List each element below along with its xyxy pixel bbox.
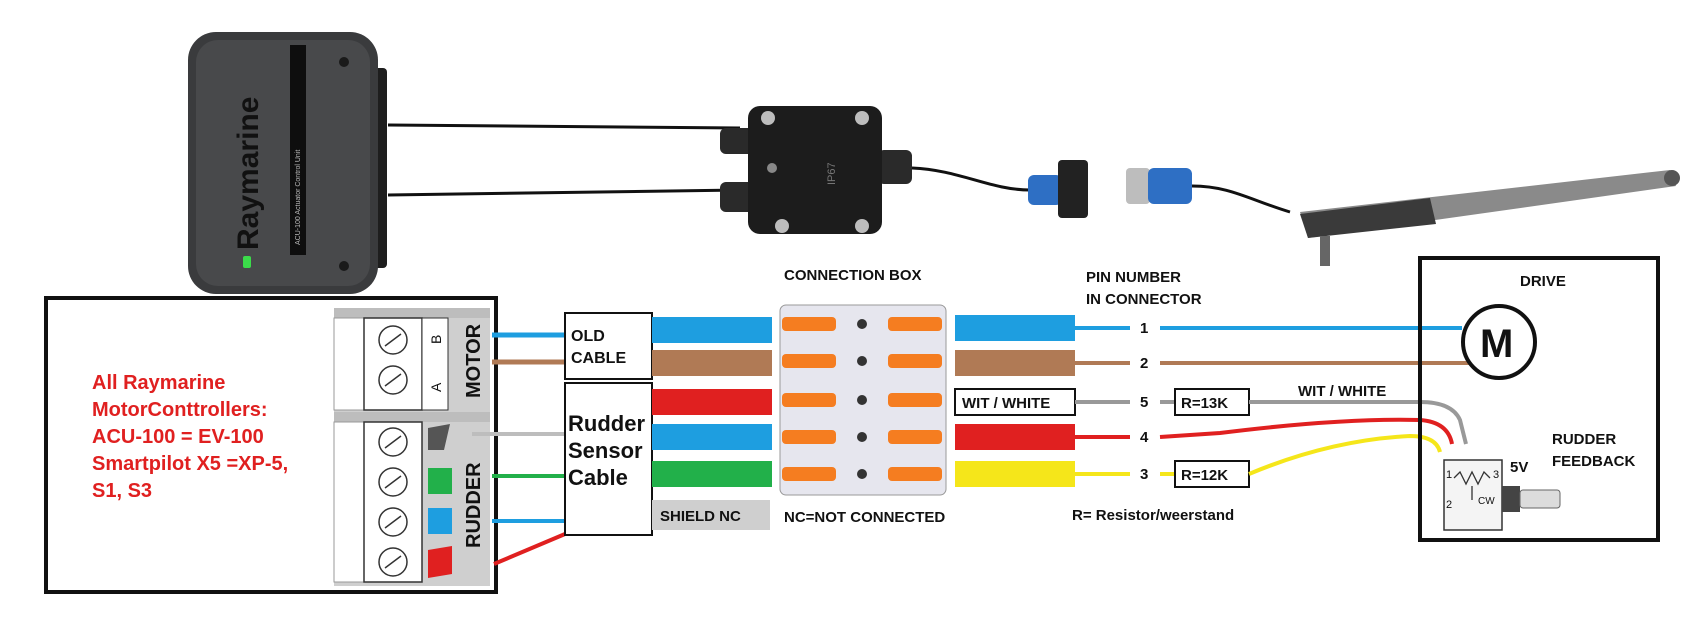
motor-icon [1461,304,1537,380]
rudder-sensor-cable-box [564,382,653,536]
rudder-terminal-label: RUDDER [463,462,485,548]
lever-connector [782,393,942,407]
controller-note-line: MotorConttrollers: [92,399,268,421]
controller-panel [44,296,498,594]
wire-bar-brown-out [955,350,1075,376]
junction-box: IP67 [720,106,912,234]
wire-bar-blue [652,317,772,343]
cable-acu-1 [387,123,741,130]
terminal-b-label: B [428,335,444,344]
wire-bar-blue [652,424,772,450]
acu-brand: Raymarine [232,97,265,250]
potentiometer-icon: 1 3 2 CW [1443,459,1561,531]
resistor-12k-label: R=12K [1181,467,1228,484]
connection-box [779,304,947,496]
wit-white-box [954,388,1076,416]
old-cable-box [564,312,653,380]
drive-box [1418,256,1660,542]
acu-unit: Raymarine ACU-100 Actuator Control Unit [188,32,387,294]
wire-bar-green [652,461,772,487]
old-cable-label: OLD [571,328,605,345]
lever-connector [782,467,942,481]
wire-red-to-pot [1159,417,1454,445]
resistor-note: R= Resistor/weerstand [1072,507,1234,524]
pin-title: PIN NUMBER [1086,269,1181,286]
lever-connector [782,430,942,444]
terminal-block: B A MOTOR RUDDER [333,308,490,586]
linear-actuator [1300,170,1680,266]
pin-number: 3 [1140,466,1148,483]
rudder-cable-label: Sensor [568,438,643,463]
cable-acu-2 [387,188,741,197]
junction-ip: IP67 [826,162,838,185]
pot-pin-label: 2 [1446,499,1452,511]
pin-number: 4 [1140,429,1149,446]
voltage-label: 5V [1510,459,1528,476]
connection-box-title: CONNECTION BOX [784,267,922,284]
rudder-cable-label: Cable [568,465,628,490]
rudder-feedback-label: FEEDBACK [1552,453,1636,470]
pot-cw-label: CW [1478,496,1495,507]
controller-note-line: Smartpilot X5 =XP-5, [92,453,288,475]
shield-nc-box [652,500,770,530]
pin-number: 1 [1140,320,1148,337]
pot-pin-label: 3 [1493,469,1499,481]
wire-bar-brown [652,350,772,376]
wit-white-line-label: WIT / WHITE [1298,383,1386,400]
wire-bar-blue-out [955,315,1075,341]
pin-title: IN CONNECTOR [1086,291,1202,308]
wire-bar-red [652,389,772,415]
controller-note: All Raymarine MotorConttrollers: ACU-100… [92,372,288,502]
pin-number: 2 [1140,355,1148,372]
shield-nc-label: SHIELD NC [660,508,741,525]
lever-connector [782,317,942,331]
drive-title: DRIVE [1520,273,1566,290]
waterproof-connector [1028,160,1291,218]
lever-connector [782,354,942,368]
resistor-12k [1174,460,1250,488]
wire-rudder-red [493,532,566,566]
old-cable-label: CABLE [571,350,626,367]
wit-white-box-label: WIT / WHITE [962,395,1050,412]
pin-number: 5 [1140,394,1148,411]
terminal-a-label: A [428,382,444,392]
motor-terminal-label: MOTOR [463,323,485,398]
controller-note-line: All Raymarine [92,372,225,394]
acu-model: ACU-100 Actuator Control Unit [295,150,302,245]
resistor-13k [1174,388,1250,416]
controller-note-line: ACU-100 = EV-100 [92,426,264,448]
wire-bar-yellow-out [955,461,1075,487]
wire-bar-red-out [955,424,1075,450]
nc-note: NC=NOT CONNECTED [784,509,945,526]
wire-yellow-to-pot [1248,433,1442,476]
pot-pin-label: 1 [1446,469,1452,481]
resistor-13k-label: R=13K [1181,395,1228,412]
controller-note-line: S1, S3 [92,480,152,502]
motor-symbol: M [1480,322,1513,366]
rudder-cable-label: Rudder [568,411,645,436]
cable-box-connector [911,166,1031,192]
rudder-feedback-label: RUDDER [1552,431,1616,448]
status-led-icon [243,256,251,268]
